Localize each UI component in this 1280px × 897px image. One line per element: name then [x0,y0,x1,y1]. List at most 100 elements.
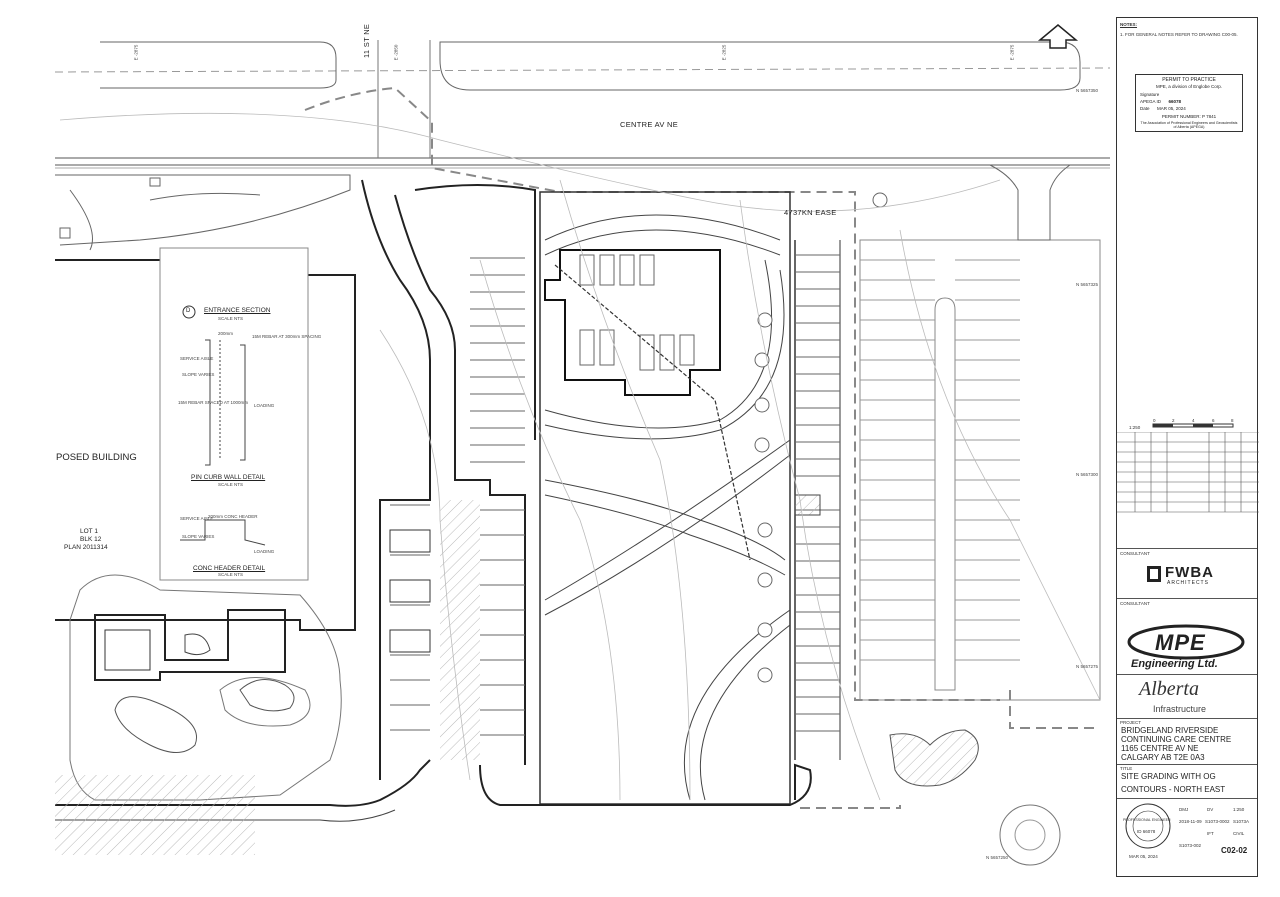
north-grid-label: N 5657275 [1076,664,1099,669]
meta-plot-no: S1073-002 [1179,843,1202,848]
detail-note: SERVICE AISLE [180,356,214,361]
permit-heading: PERMIT TO PRACTICE [1162,77,1216,83]
apega-id: 66078 [1168,99,1182,104]
far-east-parking [859,239,1101,701]
entrance-section-title: ENTRANCE SECTION [204,307,271,314]
north-grid-label: N 5657250 [986,855,1009,860]
meta-file-no: S1073A [1233,819,1250,824]
lot-label: LOT 1 [80,528,98,535]
south-garden-boundary [69,574,342,801]
scale-bar [1152,423,1234,428]
east-hatch-box [794,494,821,516]
details-panel [159,247,309,581]
north-grid-label: N 5657350 [1076,88,1099,93]
eleventh-street [377,40,431,158]
consultant-label-2: CONSULTANT [1120,601,1150,606]
pin-curb-title: PIN CURB WALL DETAIL [191,474,266,481]
driveway-west-curb [361,179,431,780]
central-building [544,249,721,396]
central-building-rooms [579,254,695,371]
conc-header-title: CONC HEADER DETAIL [193,565,266,572]
far-east-stalls [860,259,1020,661]
project-line: CALGARY AB T2E 0A3 [1121,753,1205,762]
north-arrow [1037,24,1079,49]
permit-stamp: PERMIT TO PRACTICE MPE, a division of En… [1135,74,1243,132]
south-west-hatch [55,775,255,855]
consultant-label: CONSULTANT [1120,551,1150,556]
property-line-east [1009,690,1095,729]
seal-date: MAR 05, 2024 [1129,854,1158,859]
project-line: BRIDGELAND RIVERSIDE [1121,726,1219,735]
detail-note: 15M REBAR SPACED AT 1000mm [178,400,249,405]
north-grid-label: N 5657325 [1076,282,1099,287]
south-west-curb [55,759,431,807]
pin-curb-scale: SCALE NTS [218,482,244,487]
south-west-building [94,609,286,681]
title-line: CONTOURS - NORTH EAST [1121,785,1226,794]
scale-tick: 6 [1212,418,1215,423]
centre-avenue [54,67,1111,169]
scale-tick: 0 [1153,418,1156,423]
scale-tick: 1:250 [1129,425,1141,430]
garden-enclosure [104,629,151,671]
permit-number: P 7841 [1202,114,1217,119]
signature-label: Signature [1140,92,1160,97]
east-grid-label: E -2825 [721,44,727,61]
note-1: 1. FOR GENERAL NOTES REFER TO DRAWING C0… [1120,32,1238,37]
contour-lines [59,112,1101,801]
utility-line [554,264,751,561]
cul-de-sac [999,804,1061,866]
plan-label: PLAN 2011314 [64,544,108,551]
courtyard-path-south-2 [699,624,791,801]
detail-note: 200mm [218,331,234,336]
notes-heading: NOTES: [1120,22,1138,27]
date-label: Date [1140,106,1150,111]
detail-note: LOADING [254,549,275,554]
centre-av-label: CENTRE AV NE [620,120,679,129]
permit-firm: MPE, a division of Englobe Corp. [1155,84,1223,89]
courtyard-path-north [544,214,781,241]
meta-scale: 1:250 [1233,807,1245,812]
title-line: SITE GRADING WITH OG [1121,772,1216,781]
far-east-bump-out [989,164,1071,241]
east-grid-label: E -2875 [1009,44,1015,61]
revision-table [1117,432,1259,513]
title-block: NOTES: 1. FOR GENERAL NOTES REFER TO DRA… [1116,17,1259,877]
east-grid-label: E -2875 [133,44,139,61]
property-line [304,86,1000,701]
courtyard-path-diag-2 [544,454,791,616]
proposed-building-label: POSED BUILDING [56,452,137,463]
conc-header-sketch [180,519,266,546]
alberta-sub: Infrastructure [1153,704,1207,714]
seal-id: ID 66078 [1137,829,1156,834]
east-parking-stalls [795,254,840,732]
courtyard-trees [754,192,888,683]
central-hatch [440,500,480,760]
meta-phase: IFT [1207,831,1214,836]
project-label: PROJECT [1120,720,1142,725]
scale-tick: 2 [1172,418,1175,423]
garden-oval-2 [239,679,295,712]
courtyard-path-diag [544,439,791,601]
courtyard-path-east [544,259,773,429]
garden-oval-3 [219,677,311,727]
detail-note: SERVICE AISLE [180,516,214,521]
courtyard-south-curb [479,763,812,806]
permit-date: MAR 05, 2024 [1157,106,1186,111]
garden-oval-1 [114,696,197,753]
meta-drawn: DMJ [1179,807,1189,812]
project-line: CONTINUING CARE CENTRE [1121,735,1232,744]
fwba-name: FWBA [1165,564,1214,581]
scale-tick: 8 [1231,418,1234,423]
detail-note: LOADING [254,403,275,408]
meta-date: 2018-11-09 [1179,819,1202,824]
east-hatch-island [889,729,979,787]
property-line-south [800,805,901,809]
detail-note: 15M REBAR AT 300mm SPACING [252,334,322,339]
project-line: 1165 CENTRE AV NE [1121,744,1199,753]
conc-header-scale: SCALE NTS [218,572,244,577]
meta-designed: DV [1207,807,1214,812]
central-stall-blocks [389,529,431,653]
seal-text: PROFESSIONAL ENGINEER [1123,818,1171,822]
